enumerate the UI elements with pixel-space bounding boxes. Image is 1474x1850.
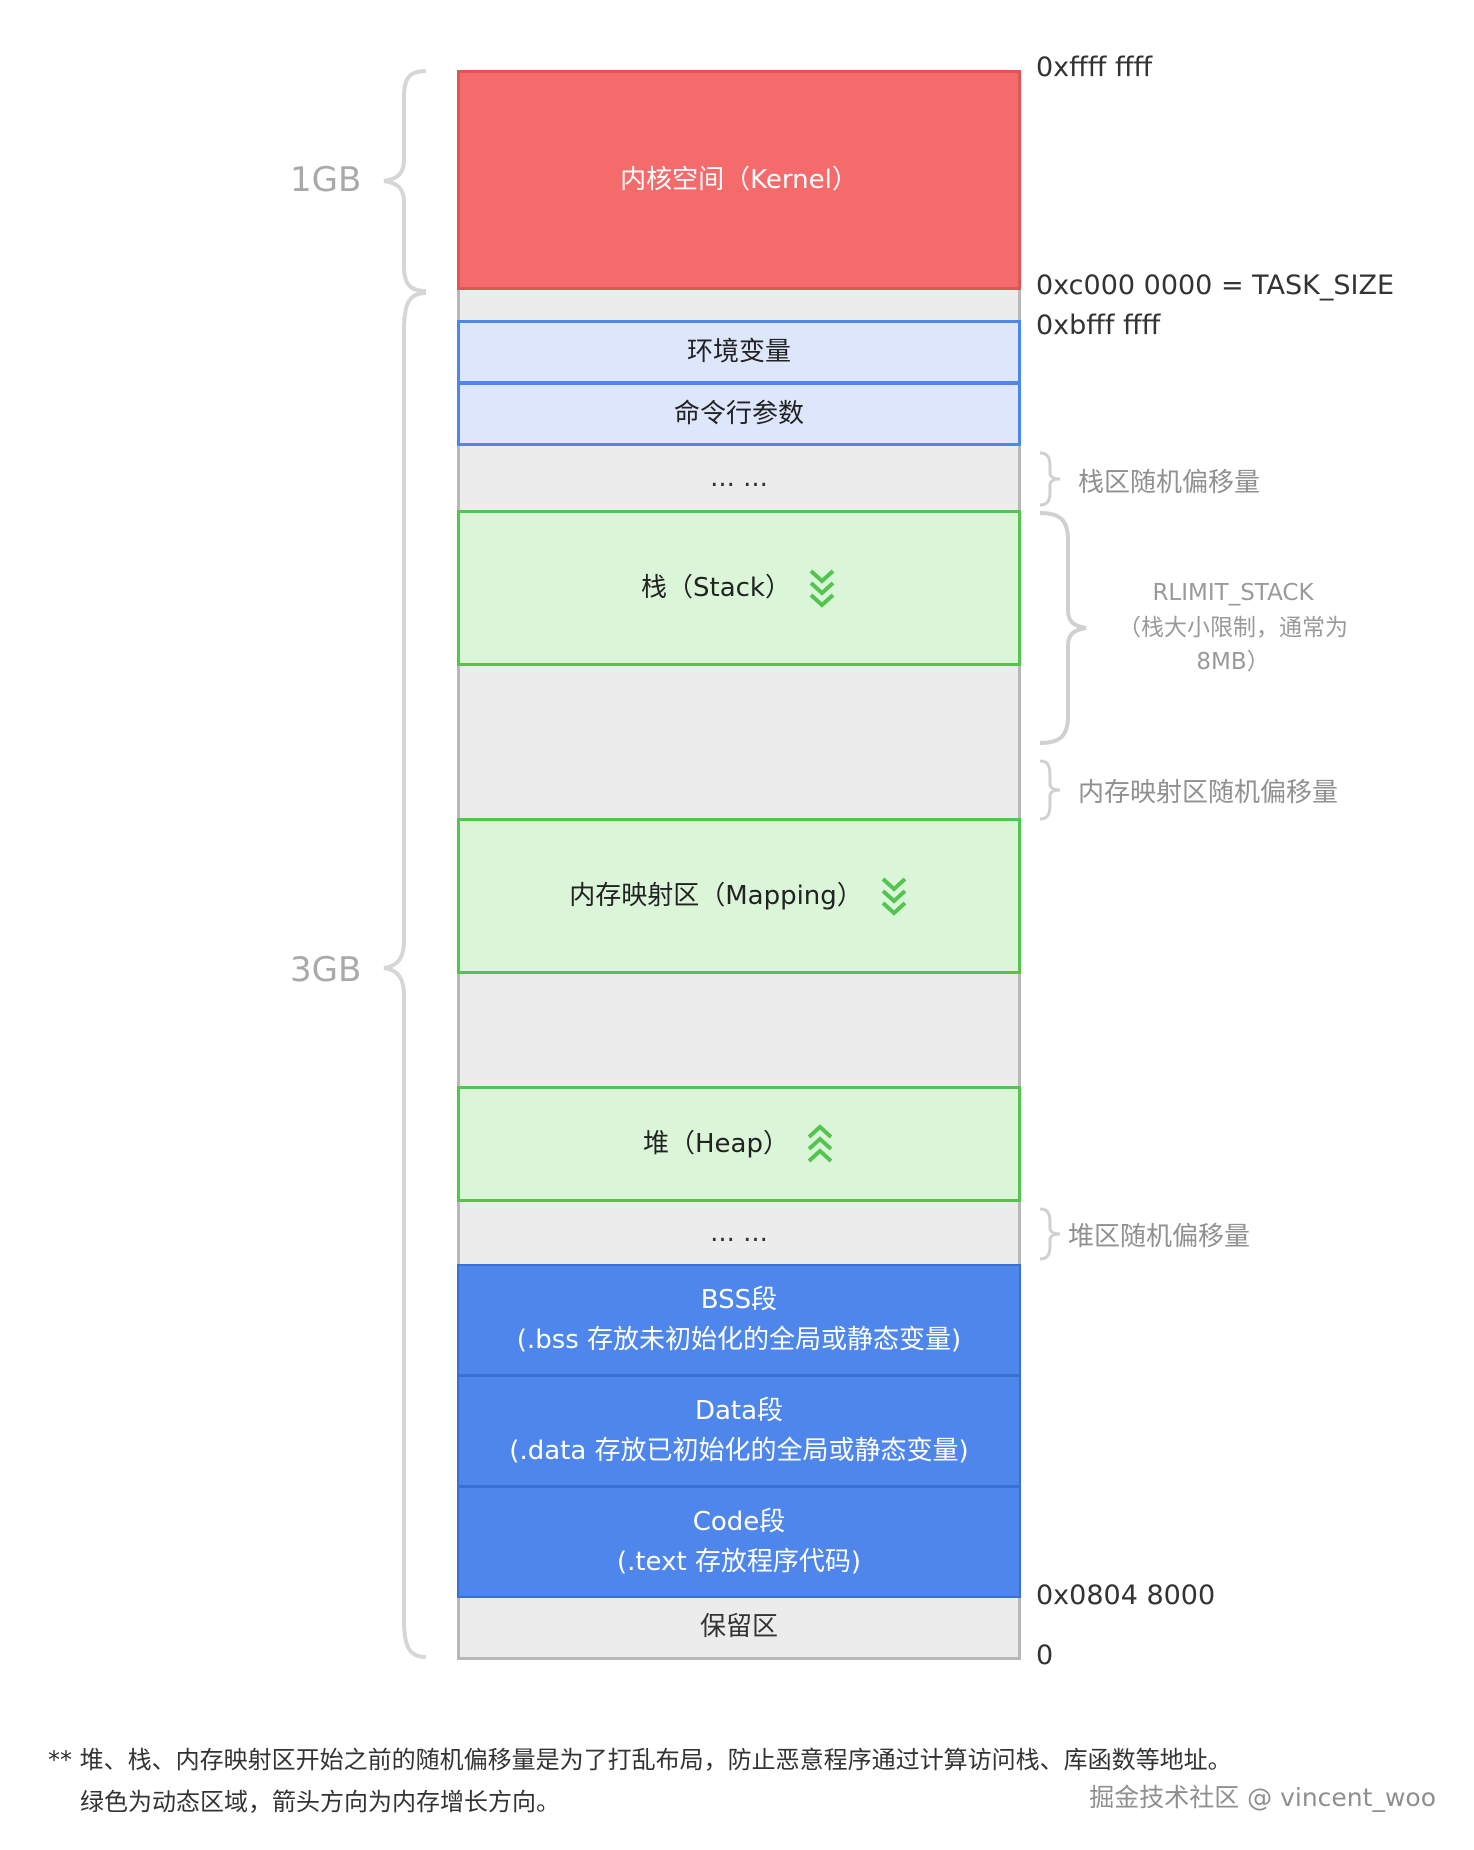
mapping-label: 内存映射区（Mapping） [569,880,863,911]
data-segment: Data段 (.data 存放已初始化的全局或静态变量) [457,1375,1021,1487]
footnote-line-1: ** 堆、栈、内存映射区开始之前的随机偏移量是为了打乱布局，防止恶意程序通过计算… [48,1746,1232,1774]
env-vars-label: 环境变量 [686,336,791,367]
bss-title: BSS段 [700,1284,778,1315]
dots-label-top: ... ... [710,462,768,493]
stack-limit-gap [457,666,1021,820]
stack-offset-label: 栈区随机偏移量 [1078,468,1261,498]
brace-heap-offset [1039,1207,1061,1261]
brace-3gb [383,291,427,1659]
stack-label: 栈（Stack） [641,572,791,603]
chevron-double-down-icon [881,877,907,916]
kernel-space-segment: 内核空间（Kernel） [457,70,1021,290]
size-label-3gb: 3GB [290,950,362,990]
rlimit-line-1: RLIMIT_STACK [1152,580,1314,606]
rlimit-line-2: （栈大小限制，通常为 [1118,614,1348,641]
kernel-space-label: 内核空间（Kernel） [620,164,858,195]
code-description: (.text 存放程序代码) [616,1547,862,1577]
address-top: 0xffff ffff [1036,52,1153,83]
address-task-size: 0xc000 0000 = TASK_SIZE [1036,270,1395,301]
code-segment: Code段 (.text 存放程序代码) [457,1486,1021,1598]
mmap-offset-label: 内存映射区随机偏移量 [1078,778,1339,808]
brace-1gb [383,69,427,293]
chevron-double-up-icon [807,1124,833,1163]
free-gap-segment [457,974,1021,1086]
address-user-top: 0xbfff ffff [1036,310,1161,341]
cmd-args-segment: 命令行参数 [457,382,1021,446]
address-code-start: 0x0804 8000 [1036,1580,1216,1611]
dots-label-bottom: ... ... [710,1217,768,1248]
heap-offset-label: 堆区随机偏移量 [1068,1222,1251,1252]
code-title: Code段 [692,1506,786,1537]
data-description: (.data 存放已初始化的全局或静态变量) [509,1436,969,1466]
reserved-label: 保留区 [699,1612,778,1643]
data-title: Data段 [694,1395,784,1426]
heap-label: 堆（Heap） [643,1128,789,1159]
stack-segment: 栈（Stack） [457,510,1021,666]
mapping-segment: 内存映射区（Mapping） [457,818,1021,974]
rlimit-stack-annotation: RLIMIT_STACK （栈大小限制，通常为 8MB） [1098,576,1368,680]
gap-segment-1 [457,290,1021,320]
heap-offset-gap: ... ... [457,1202,1021,1264]
env-vars-segment: 环境变量 [457,320,1021,384]
brace-mmap-offset [1039,759,1061,821]
bss-segment: BSS段 (.bss 存放未初始化的全局或静态变量) [457,1264,1021,1376]
stack-offset-gap: ... ... [457,446,1021,510]
rlimit-line-3: 8MB） [1196,649,1270,675]
bss-description: (.bss 存放未初始化的全局或静态变量) [516,1325,962,1355]
brace-stack-offset [1039,451,1061,507]
heap-segment: 堆（Heap） [457,1086,1021,1202]
reserved-segment: 保留区 [457,1598,1021,1660]
watermark: 掘金技术社区 @ vincent_woo [1089,1783,1436,1812]
brace-rlimit-stack [1039,511,1087,745]
size-label-1gb: 1GB [290,160,362,200]
footnote-line-2: 绿色为动态区域，箭头方向为内存增长方向。 [80,1788,560,1816]
chevron-double-down-icon [809,569,835,608]
cmd-args-label: 命令行参数 [673,398,804,429]
address-zero: 0 [1036,1640,1054,1671]
